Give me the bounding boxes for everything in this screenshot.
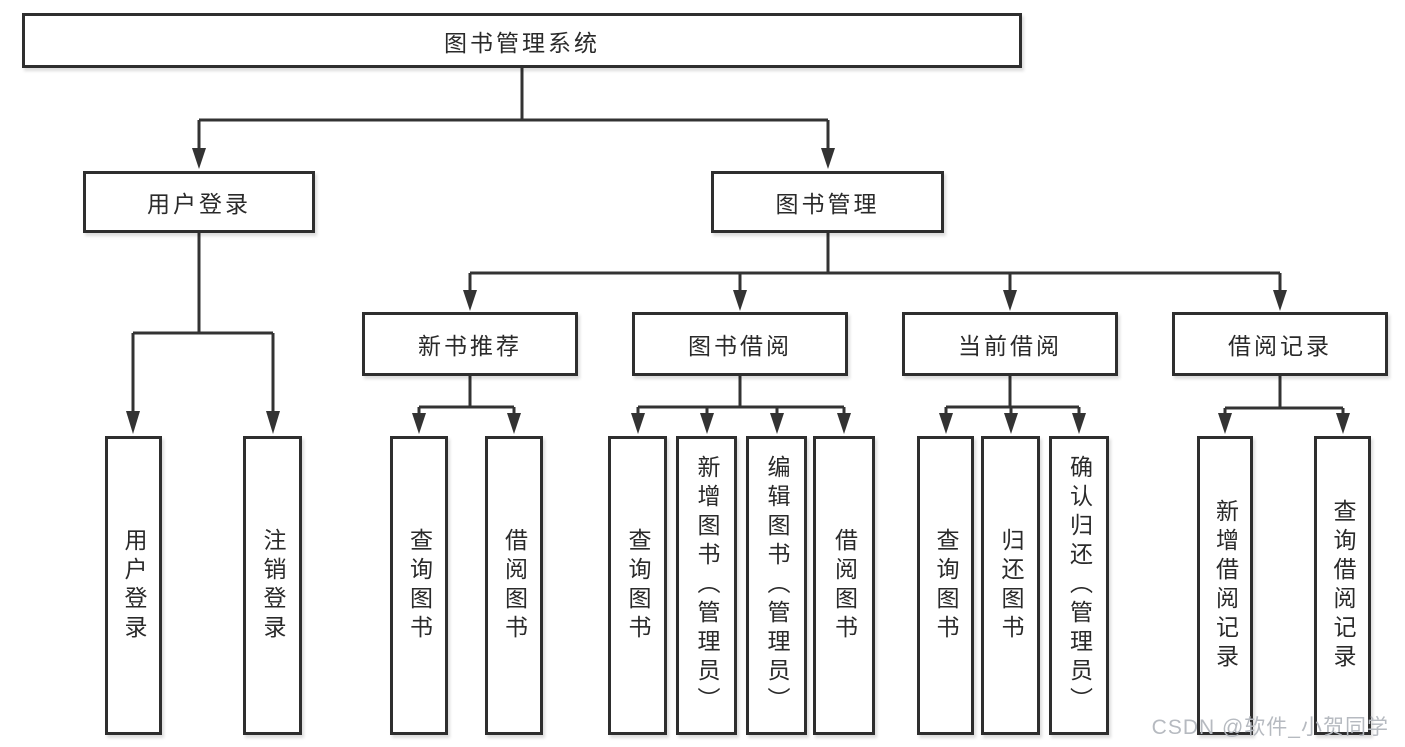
connector-current-to-leaves: [944, 376, 1081, 415]
leaf-user-login: 用户登录: [105, 436, 162, 735]
leaf-current-query-book: 查询图书: [917, 436, 974, 735]
leaf-borrow-query-book: 查询图书: [608, 436, 667, 735]
leaf-query-borrow-record-label: 查询借阅记录: [1330, 498, 1356, 673]
node-book-management-label: 图书管理: [775, 191, 880, 217]
leaf-add-book-admin-label: 新增图书（管理员）: [694, 455, 720, 716]
node-book-management: 图书管理: [711, 171, 944, 233]
leaf-edit-book-admin: 编辑图书（管理员）: [746, 436, 807, 735]
leaf-return-book: 归还图书: [981, 436, 1040, 735]
leaf-return-book-label: 归还图书: [998, 527, 1024, 644]
node-book-borrow-label: 图书借阅: [688, 333, 792, 359]
connector-paths: [131, 68, 1345, 415]
leaf-borrow-book: 借阅图书: [813, 436, 875, 735]
node-root: 图书管理系统: [22, 13, 1022, 68]
connector-login-to-leaves: [131, 233, 275, 414]
leaf-edit-book-admin-label: 编辑图书（管理员）: [764, 455, 790, 716]
leaf-user-login-label: 用户登录: [121, 527, 147, 644]
leaf-add-borrow-record-label: 新增借阅记录: [1212, 498, 1239, 673]
arrowheads: [126, 148, 1350, 434]
leaf-current-query-book-label: 查询图书: [933, 527, 959, 644]
leaf-recommend-borrow-book-label: 借阅图书: [501, 527, 528, 644]
leaf-query-borrow-record: 查询借阅记录: [1314, 436, 1371, 735]
leaf-confirm-return-admin-label: 确认归还（管理员）: [1066, 455, 1093, 716]
leaf-recommend-borrow-book: 借阅图书: [485, 436, 543, 735]
node-new-book-recommend: 新书推荐: [362, 312, 578, 376]
leaf-add-book-admin: 新增图书（管理员）: [676, 436, 737, 735]
leaf-borrow-book-label: 借阅图书: [831, 527, 858, 644]
node-borrow-records-label: 借阅记录: [1228, 333, 1332, 359]
leaf-logout: 注销登录: [243, 436, 302, 735]
leaf-borrow-query-book-label: 查询图书: [625, 527, 651, 644]
connector-recommend-to-leaves: [417, 376, 516, 415]
leaf-add-borrow-record: 新增借阅记录: [1197, 436, 1253, 735]
node-current-borrow-label: 当前借阅: [958, 333, 1062, 359]
node-user-login: 用户登录: [83, 171, 315, 233]
connector-records-to-leaves: [1223, 376, 1345, 415]
node-new-book-recommend-label: 新书推荐: [418, 333, 522, 359]
leaf-confirm-return-admin: 确认归还（管理员）: [1049, 436, 1109, 735]
leaf-recommend-query-book: 查询图书: [390, 436, 448, 735]
node-user-login-label: 用户登录: [147, 191, 251, 217]
connector-borrow-to-leaves: [636, 376, 846, 415]
connector-mgmt-to-level3: [468, 233, 1282, 292]
leaf-logout-label: 注销登录: [260, 527, 286, 644]
node-root-label: 图书管理系统: [444, 29, 600, 56]
node-current-borrow: 当前借阅: [902, 312, 1118, 376]
connector-root-to-level2: [197, 68, 830, 150]
leaf-recommend-query-book-label: 查询图书: [406, 527, 433, 644]
node-book-borrow: 图书借阅: [632, 312, 848, 376]
node-borrow-records: 借阅记录: [1172, 312, 1388, 376]
watermark: CSDN @软件_小贺同学: [1151, 716, 1389, 739]
